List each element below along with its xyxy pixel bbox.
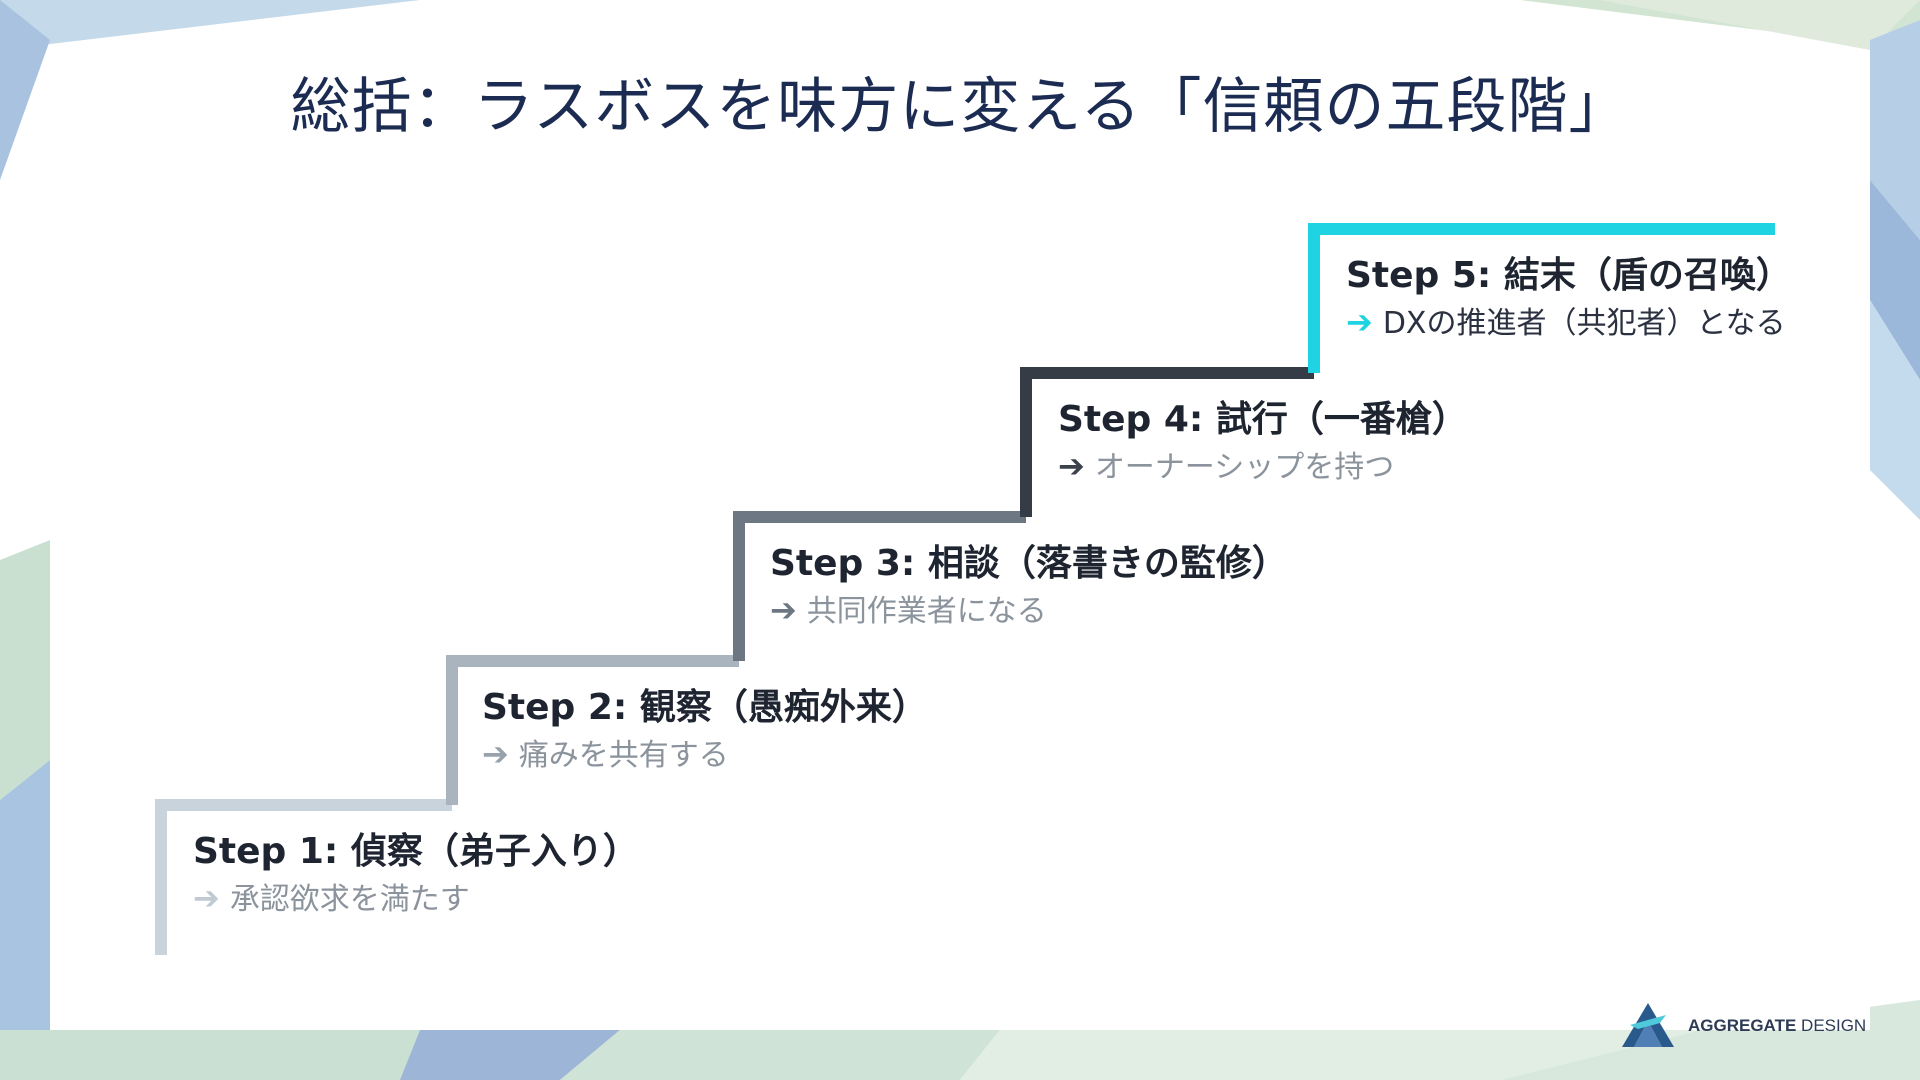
brand-name: AGGREGATE DESIGN bbox=[1688, 1016, 1867, 1035]
stair-step-2 bbox=[446, 655, 739, 805]
stair-step-1 bbox=[155, 799, 452, 955]
arrow-right-icon: ➔ bbox=[1346, 303, 1373, 341]
step-4: Step 4: 試行（一番槍） ➔オーナーシップを持つ bbox=[1058, 398, 1468, 488]
step-1-detail: ➔承認欲求を満たす bbox=[193, 879, 470, 917]
stair-step-5 bbox=[1308, 223, 1775, 373]
step-4-label: Step 4: 試行（一番槍） bbox=[1058, 399, 1468, 440]
arrow-right-icon: ➔ bbox=[482, 735, 509, 773]
step-4-detail: ➔オーナーシップを持つ bbox=[1058, 447, 1395, 485]
arrow-right-icon: ➔ bbox=[193, 879, 220, 917]
step-3-detail: ➔共同作業者になる bbox=[770, 591, 1047, 629]
aggregate-design-logo-icon bbox=[1622, 1003, 1674, 1047]
step-3-label: Step 3: 相談（落書きの監修） bbox=[770, 543, 1288, 584]
slide-card bbox=[50, 50, 1870, 1030]
step-2-detail: ➔痛みを共有する bbox=[482, 735, 729, 773]
stair-step-4 bbox=[1020, 367, 1314, 517]
step-5-detail: ➔DXの推進者（共犯者）となる bbox=[1346, 303, 1786, 341]
step-2-label: Step 2: 観察（愚痴外来） bbox=[482, 687, 928, 728]
step-2: Step 2: 観察（愚痴外来） ➔痛みを共有する bbox=[482, 686, 928, 776]
stair-step-3 bbox=[733, 511, 1026, 661]
step-5-label: Step 5: 結末（盾の召喚） bbox=[1346, 255, 1792, 296]
step-5: Step 5: 結末（盾の召喚） ➔DXの推進者（共犯者）となる bbox=[1346, 254, 1792, 344]
step-1: Step 1: 偵察（弟子入り） ➔承認欲求を満たす bbox=[193, 830, 639, 920]
slide-title: 総括：ラスボスを味方に変える「信頼の五段階」 bbox=[290, 72, 1630, 142]
step-3: Step 3: 相談（落書きの監修） ➔共同作業者になる bbox=[770, 542, 1288, 632]
arrow-right-icon: ➔ bbox=[770, 591, 797, 629]
step-1-label: Step 1: 偵察（弟子入り） bbox=[193, 831, 639, 872]
arrow-right-icon: ➔ bbox=[1058, 447, 1085, 485]
